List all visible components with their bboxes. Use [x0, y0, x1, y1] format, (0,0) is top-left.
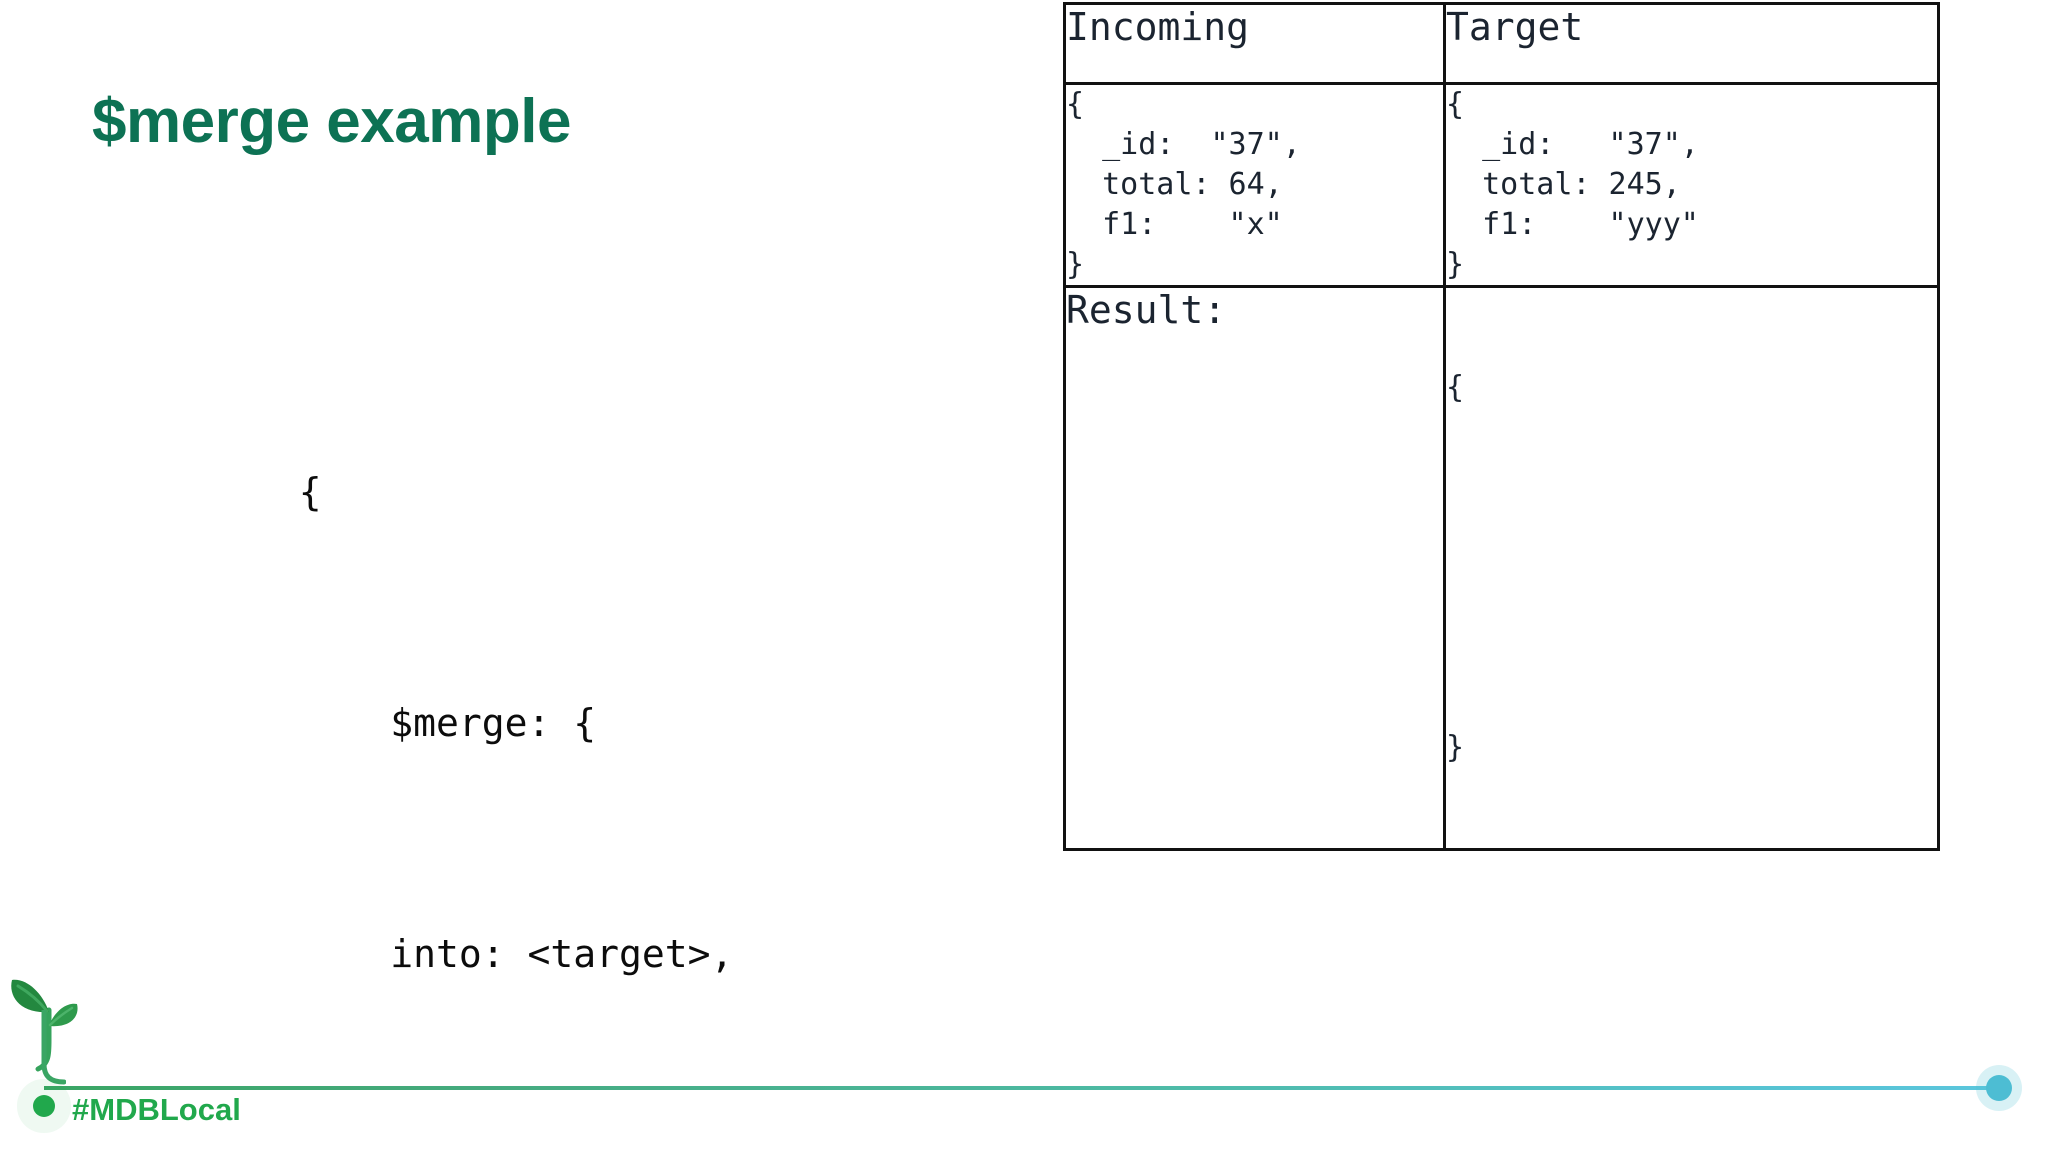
result-document: { } [1443, 285, 1940, 851]
footer-divider-line [44, 1086, 2002, 1090]
result-doc-line: { [1446, 370, 1465, 405]
code-block: { $merge: { into: <target>, whenMatched:… [253, 300, 1466, 1152]
sprout-stem-curve [41, 1010, 66, 1085]
footer-start-dot [33, 1095, 55, 1117]
footer-end-dot [1986, 1075, 2012, 1101]
code-line: { [253, 470, 322, 514]
result-label: Result: [1063, 285, 1446, 851]
result-doc-line [1446, 608, 1937, 648]
code-line: $merge: { [253, 701, 597, 745]
table-row: Result: { } [1063, 285, 1940, 851]
incoming-document: { _id: "37", total: 64, f1: "x" } [1063, 82, 1446, 288]
comparison-table: Incoming Target { _id: "37", total: 64, … [1063, 2, 1940, 851]
result-doc-line: } [1446, 730, 1465, 765]
footer-hashtag: #MDBLocal [72, 1092, 241, 1127]
code-line: whenMatched:[ [253, 1147, 1466, 1152]
target-document: { _id: "37", total: 245, f1: "yyy" } [1443, 82, 1940, 288]
table-header-row: Incoming Target [1063, 2, 1940, 85]
result-doc-line [1446, 488, 1937, 528]
column-header-target: Target [1443, 2, 1940, 85]
code-line: into: <target>, [253, 932, 734, 976]
page-title: $merge example [92, 87, 571, 156]
column-header-incoming: Incoming [1063, 2, 1446, 85]
table-row: { _id: "37", total: 64, f1: "x" } { _id:… [1063, 82, 1940, 288]
